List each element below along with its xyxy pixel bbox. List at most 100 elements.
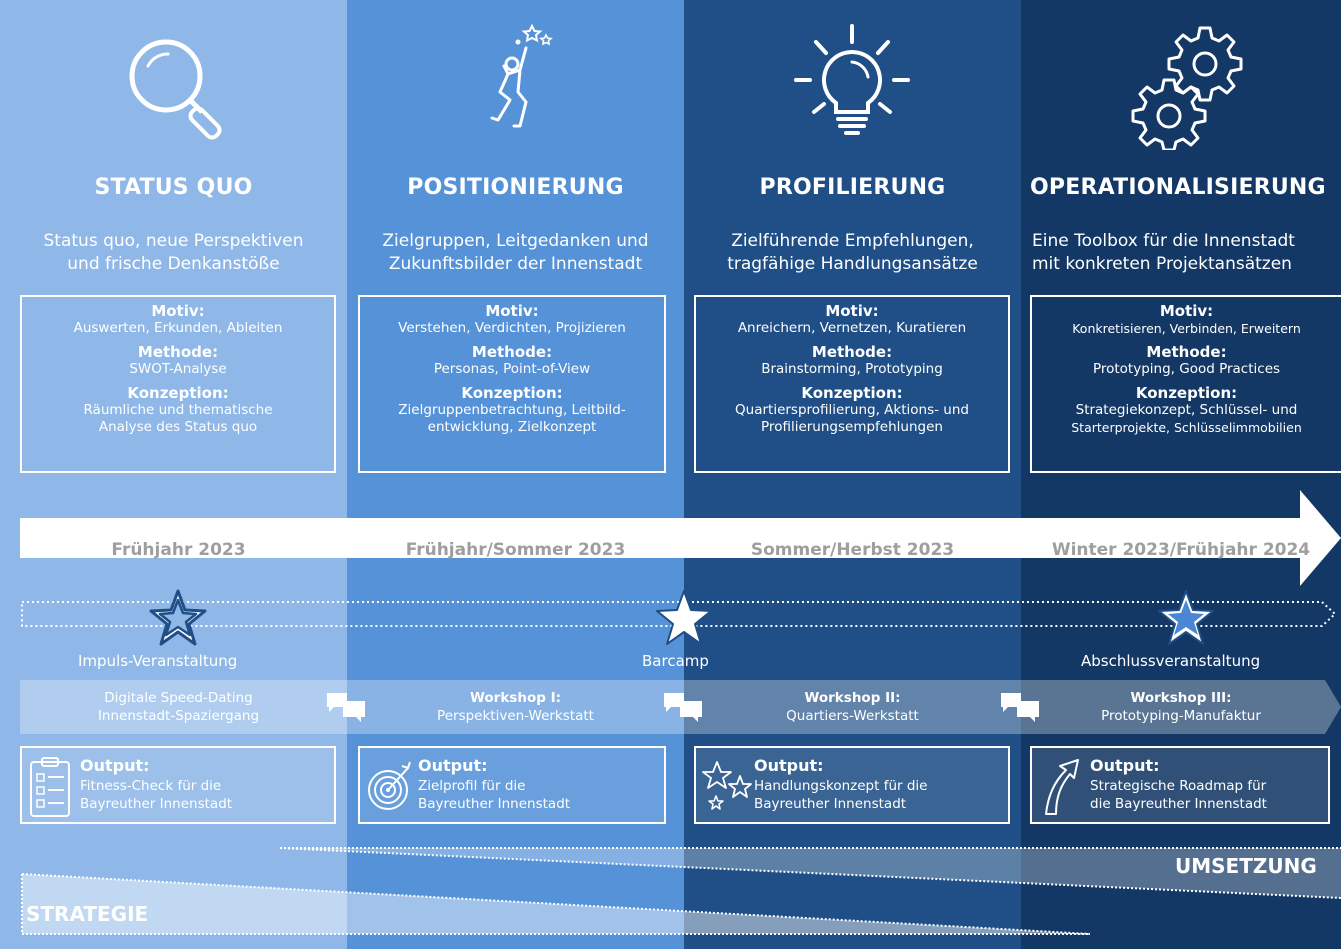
konzeption-text: Zielgruppenbetrachtung, Leitbild-	[398, 402, 626, 418]
lightbulb-icon	[794, 24, 910, 135]
konzeption-label: Konzeption:	[1135, 384, 1238, 402]
gears-icon	[1131, 26, 1243, 150]
konzeption-label: Konzeption:	[127, 384, 229, 402]
phase-title-status-quo: STATUS QUO	[94, 175, 253, 200]
desc-line: und frische Denkanstöße	[67, 254, 280, 274]
konzeption-label: Konzeption:	[461, 384, 563, 402]
strategie-wedge	[21, 873, 1091, 935]
phase-title-profilierung: PROFILIERUNG	[759, 175, 946, 200]
chat-bubbles-icon	[664, 693, 702, 722]
output-text: Strategische Roadmap für die Bayreuther …	[1090, 777, 1267, 813]
motiv-text: Anreichern, Vernetzen, Kuratieren	[737, 320, 967, 336]
methode-label: Methode:	[137, 343, 219, 361]
output-text: Handlungskonzept für die Bayreuther Inne…	[754, 777, 928, 813]
output-line: Bayreuther Innenstadt	[754, 796, 907, 812]
timeline-arrow	[20, 490, 1341, 586]
workshop-1: Workshop I: Perspektiven-Werkstatt	[347, 689, 684, 725]
strategie-label: STRATEGIE	[26, 902, 149, 926]
workshop-line: Perspektiven-Werkstatt	[437, 708, 594, 724]
desc-line: Zielgruppen, Leitgedanken und	[382, 231, 649, 251]
output-box-operationalisierung: Output: Strategische Roadmap für die Bay…	[1030, 746, 1330, 824]
desc-line: Status quo, neue Perspektiven	[43, 231, 304, 251]
star-icon	[656, 590, 712, 645]
workshop-line: Quartiers-Werkstatt	[786, 708, 919, 724]
output-text: Fitness-Check für die Bayreuther Innenst…	[80, 777, 232, 813]
workshop-line: Innenstadt-Spaziergang	[97, 708, 260, 724]
motiv-label: Motiv:	[151, 302, 205, 320]
desc-line: Eine Toolbox für die Innenstadt	[1032, 231, 1295, 251]
konzeption-text: Strategiekonzept, Schlüssel- und	[1075, 402, 1298, 418]
chat-bubbles-icon	[1001, 693, 1039, 722]
phase-column-positionierung	[347, 0, 684, 949]
output-box-profilierung: Output: Handlungskonzept für die Bayreut…	[694, 746, 1010, 824]
output-line: Zielprofil für die	[418, 778, 526, 794]
output-line: Bayreuther Innenstadt	[80, 796, 233, 812]
phase-box-operationalisierung: Motiv: Konkretisieren, Verbinden, Erweit…	[1030, 295, 1341, 473]
event-impuls: Impuls-Veranstaltung	[78, 652, 238, 670]
magnifier-icon	[129, 39, 222, 140]
output-box-status-quo: Output: Fitness-Check für die Bayreuther…	[20, 746, 336, 824]
workshop-title: Workshop III:	[1130, 690, 1232, 706]
chat-bubbles-icon	[327, 693, 365, 722]
output-label: Output:	[80, 756, 150, 775]
period-profilierung: Sommer/Herbst 2023	[750, 540, 955, 560]
period-operationalisierung: Winter 2023/Frühjahr 2024	[1051, 540, 1311, 560]
output-line: Strategische Roadmap für	[1090, 778, 1267, 794]
methode-label: Methode:	[1146, 343, 1227, 361]
konzeption-label: Konzeption:	[801, 384, 903, 402]
period-positionierung: Frühjahr/Sommer 2023	[405, 540, 626, 560]
output-label: Output:	[754, 756, 824, 775]
phase-title-operationalisierung: OPERATIONALISIERUNG	[1030, 175, 1326, 200]
workshop-2: Workshop II: Quartiers-Werkstatt	[684, 689, 1021, 725]
event-barcamp: Barcamp	[642, 652, 709, 670]
desc-line: mit konkreten Projektansätzen	[1032, 254, 1292, 274]
target-icon	[368, 761, 411, 810]
methode-label: Methode:	[471, 343, 553, 361]
motiv-text: Auswerten, Erkunden, Ableiten	[73, 320, 283, 336]
output-label: Output:	[1090, 756, 1160, 775]
phase-desc-status-quo: Status quo, neue Perspektiven und frisch…	[0, 230, 347, 276]
konzeption-text: Profilierungsempfehlungen	[761, 419, 943, 435]
motiv-label: Motiv:	[825, 302, 879, 320]
output-line: Fitness-Check für die	[80, 778, 222, 794]
phase-desc-profilierung: Zielführende Empfehlungen, tragfähige Ha…	[684, 230, 1021, 276]
desc-line: Zukunftsbilder der Innenstadt	[388, 254, 643, 274]
workshop-title: Workshop II:	[804, 690, 901, 706]
phase-column-operationalisierung	[1021, 0, 1341, 949]
event-abschluss: Abschlussveranstaltung	[1081, 652, 1261, 670]
phase-desc-operationalisierung: Eine Toolbox für die Innenstadt mit konk…	[1032, 230, 1295, 276]
reaching-person-icon	[490, 23, 553, 128]
methode-label: Methode:	[811, 343, 893, 361]
period-status-quo: Frühjahr 2023	[111, 540, 246, 560]
workshop-0: Digitale Speed-Dating Innenstadt-Spazier…	[0, 689, 357, 725]
workshop-title: Workshop I:	[469, 690, 562, 706]
konzeption-text: Starterprojekte, Schlüsselimmobilien	[1071, 420, 1302, 435]
motiv-label: Motiv:	[1159, 302, 1214, 320]
workshop-line: Digitale Speed-Dating	[104, 690, 253, 706]
motiv-text: Konkretisieren, Verbinden, Erweitern	[1072, 321, 1301, 336]
methode-text: Personas, Point-of-View	[433, 361, 591, 377]
workshop-3: Workshop III: Prototyping-Manufaktur	[1021, 689, 1341, 725]
star-icon	[1158, 590, 1214, 645]
phase-box-status-quo: Motiv: Auswerten, Erkunden, Ableiten Met…	[20, 295, 336, 473]
star-icon	[149, 589, 207, 646]
motiv-text: Verstehen, Verdichten, Projizieren	[398, 320, 626, 336]
konzeption-text: entwicklung, Zielkonzept	[427, 419, 597, 435]
phase-desc-positionierung: Zielgruppen, Leitgedanken und Zukunftsbi…	[347, 230, 684, 276]
desc-line: tragfähige Handlungsansätze	[727, 254, 978, 274]
checklist-icon	[30, 757, 70, 817]
methode-text: SWOT-Analyse	[129, 361, 227, 377]
curved-arrow-icon	[1045, 759, 1079, 815]
phase-box-positionierung: Motiv: Verstehen, Verdichten, Projiziere…	[358, 295, 666, 473]
workshop-line: Prototyping-Manufaktur	[1101, 708, 1261, 724]
output-text: Zielprofil für die Bayreuther Innenstadt	[418, 777, 570, 813]
output-line: die Bayreuther Innenstadt	[1090, 796, 1267, 812]
stars-icon	[702, 761, 752, 810]
methode-text: Prototyping, Good Practices	[1092, 361, 1281, 377]
output-line: Bayreuther Innenstadt	[418, 796, 571, 812]
output-box-positionierung: Output: Zielprofil für die Bayreuther In…	[358, 746, 666, 824]
phase-column-profilierung	[684, 0, 1021, 949]
phase-title-positionierung: POSITIONIERUNG	[407, 175, 624, 200]
konzeption-text: Räumliche und thematische	[83, 402, 273, 418]
